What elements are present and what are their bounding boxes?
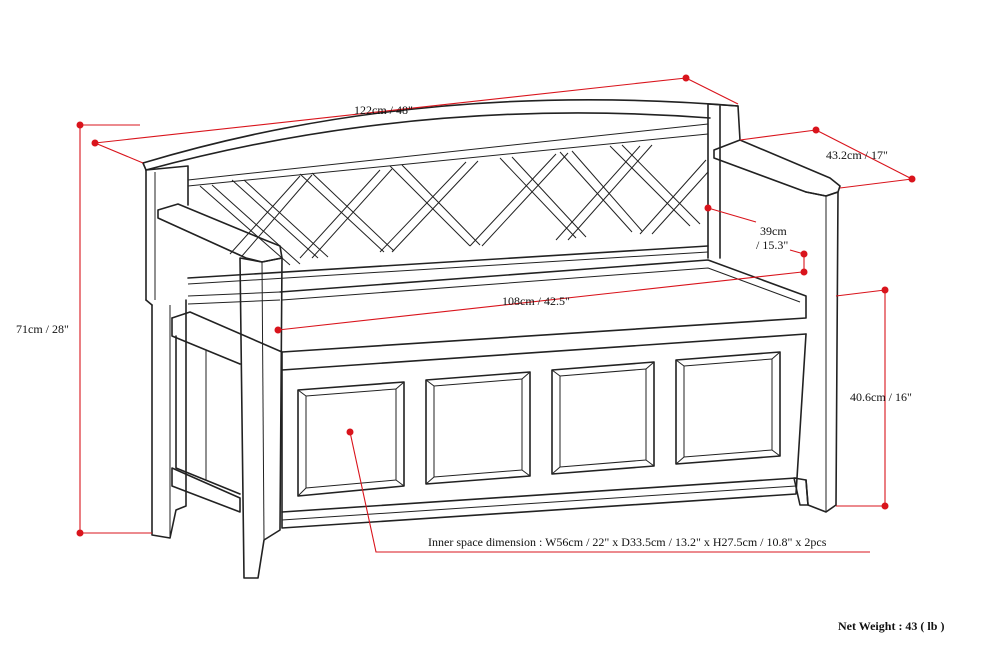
dimension-seat-width: [274, 271, 803, 334]
bench-drawing: [142, 98, 841, 579]
label-backrest-height-2: / 15.3": [756, 238, 788, 252]
chest-panel-4: [675, 351, 781, 465]
label-depth: 43.2cm / 17": [826, 148, 888, 162]
dimension-backrest-height: [704, 204, 808, 276]
label-overall-width: 122cm / 48": [354, 103, 413, 117]
backrest-lattice: [199, 144, 709, 266]
rear-right-post: [707, 103, 741, 259]
label-seat-height: 40.6cm / 16": [850, 390, 912, 404]
label-seat-width: 108cm / 42.5": [502, 294, 570, 308]
label-inner-space: Inner space dimension : W56cm / 22" x D3…: [428, 535, 827, 549]
dimension-inner-space: [346, 428, 870, 553]
chest-panel-1: [297, 381, 405, 497]
dimension-seat-height: [835, 286, 889, 510]
rear-left-leg: [151, 299, 187, 539]
storage-chest: [171, 333, 807, 529]
rear-left-post: [145, 165, 189, 306]
label-overall-height: 71cm / 28": [16, 322, 69, 336]
dimension-overall-height: [76, 121, 152, 537]
dimension-depth: [739, 126, 916, 189]
right-armrest: [713, 139, 841, 197]
label-backrest-height-1: 39cm: [760, 224, 787, 238]
chest-panel-2: [425, 371, 531, 485]
seat: [171, 259, 807, 371]
dimension-overall-width: [91, 74, 739, 164]
front-right-leg: [793, 191, 839, 513]
backrest-top-rail: [142, 98, 739, 171]
left-armrest: [157, 203, 283, 263]
label-net-weight: Net Weight : 43 ( lb ): [838, 619, 944, 633]
front-left-leg: [239, 257, 283, 579]
chest-panel-3: [551, 361, 655, 475]
backrest-frame: [187, 123, 709, 305]
